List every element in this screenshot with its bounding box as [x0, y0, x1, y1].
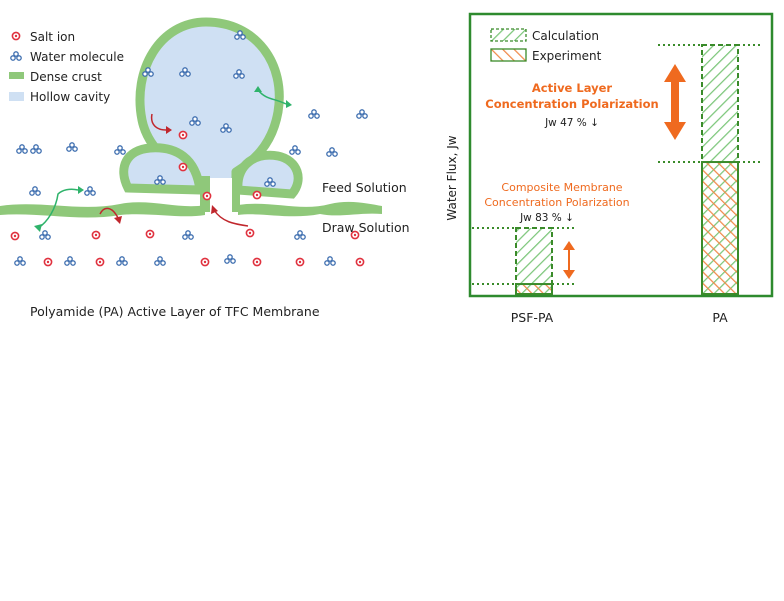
feed-solution-label: Feed Solution: [322, 180, 407, 195]
pore-gap: [210, 178, 232, 208]
annotation-active-layer: Active Layer Concentration Polarization …: [485, 64, 686, 140]
crust-stem-right: [232, 176, 240, 212]
legend-left: Salt ion Water molecule Dense crust Holl…: [9, 30, 124, 104]
legend-experiment-swatch: [490, 48, 527, 62]
hollow-cavity-right: [233, 150, 303, 199]
annotation-active-value: Jw 47 % ↓: [544, 117, 599, 129]
dense-crust-base-right: [238, 201, 382, 217]
hollow-cavity-left: [119, 143, 206, 195]
bars-layer: [472, 44, 762, 296]
bar-experiment-pa: [701, 161, 739, 295]
salt-ion-icon: [11, 31, 21, 41]
salt-back-diffusion-arrow-1: [150, 113, 167, 131]
annotation-active-line1: Active Layer: [532, 81, 612, 95]
water-molecule-icon: [10, 51, 22, 61]
legend-experiment-label: Experiment: [532, 49, 602, 63]
chart-legend: Calculation Experiment: [490, 28, 602, 63]
annotation-active-line2: Concentration Polarization: [485, 97, 658, 111]
draw-solution-label: Draw Solution: [322, 220, 410, 235]
water-flux-arrow-left: [37, 188, 79, 229]
diagram-caption: Polyamide (PA) Active Layer of TFC Membr…: [30, 304, 320, 319]
dense-crust-swatch: [9, 72, 24, 79]
x-ticks: PSF-PA PA: [511, 310, 728, 325]
hollow-cavity-swatch: [9, 92, 24, 101]
salt-back-diffusion-arrow-2: [99, 207, 119, 219]
bar-experiment-psf-pa: [515, 283, 553, 296]
legend-salt-ion-label: Salt ion: [30, 30, 75, 44]
water-flux-arrow-right: [257, 89, 287, 105]
annotation-composite-line1: Composite Membrane: [501, 181, 622, 194]
double-arrow-active: [664, 64, 686, 140]
y-axis-label: Water Flux, Jw: [445, 135, 459, 220]
legend-hollow-cavity-label: Hollow cavity: [30, 90, 110, 104]
membrane-structure: [0, 17, 382, 218]
legend-dense-crust-label: Dense crust: [30, 70, 102, 84]
legend-calculation-swatch: [490, 28, 527, 42]
flux-chart: Water Flux, Jw Calculation Experiment Ac…: [445, 12, 774, 325]
membrane-diagram: Salt ion Water molecule Dense crust Holl…: [0, 17, 410, 319]
salt-back-diffusion-arrow-3: [213, 209, 249, 227]
annotation-composite-value: Jw 83 % ↓: [519, 212, 574, 224]
legend-water-molecule-label: Water molecule: [30, 50, 124, 64]
bar-calculation-psf-pa: [515, 227, 553, 295]
double-arrow-composite: [563, 241, 575, 279]
annotation-composite: Composite Membrane Concentration Polariz…: [484, 181, 630, 279]
x-tick-pa: PA: [712, 310, 728, 325]
x-tick-psf-pa: PSF-PA: [511, 310, 554, 325]
flux-arrows: [34, 86, 292, 232]
annotation-composite-line2: Concentration Polarization: [484, 196, 629, 209]
legend-calculation-label: Calculation: [532, 29, 599, 43]
